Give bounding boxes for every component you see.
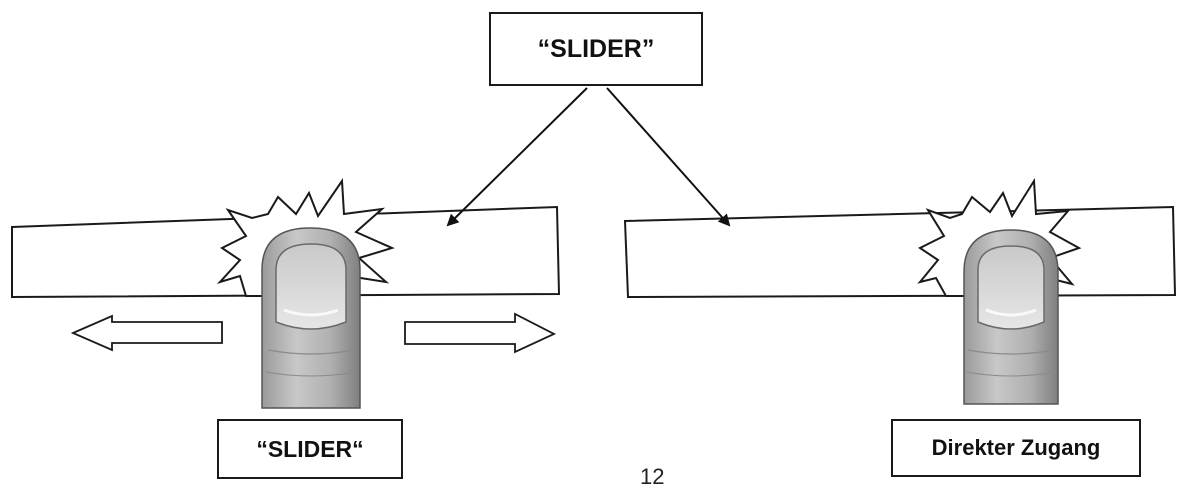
slider-title-label: “SLIDER” xyxy=(489,12,703,86)
left-slider-panel xyxy=(11,178,561,409)
slider-caption-label: “SLIDER“ xyxy=(217,419,403,479)
diagram-canvas xyxy=(11,87,1177,409)
left-finger-icon xyxy=(261,227,361,409)
pointer-arrow-right xyxy=(606,87,731,227)
direct-access-caption-label: Direkter Zugang xyxy=(891,419,1141,477)
pointer-arrow-left xyxy=(446,87,588,227)
slide-left-arrow-icon xyxy=(70,314,223,352)
right-direct-access-panel xyxy=(623,177,1177,405)
slide-right-arrow-icon xyxy=(404,312,557,354)
page-number: 12 xyxy=(640,464,665,489)
right-slider-bar xyxy=(623,205,1177,299)
right-finger-icon xyxy=(963,229,1059,405)
